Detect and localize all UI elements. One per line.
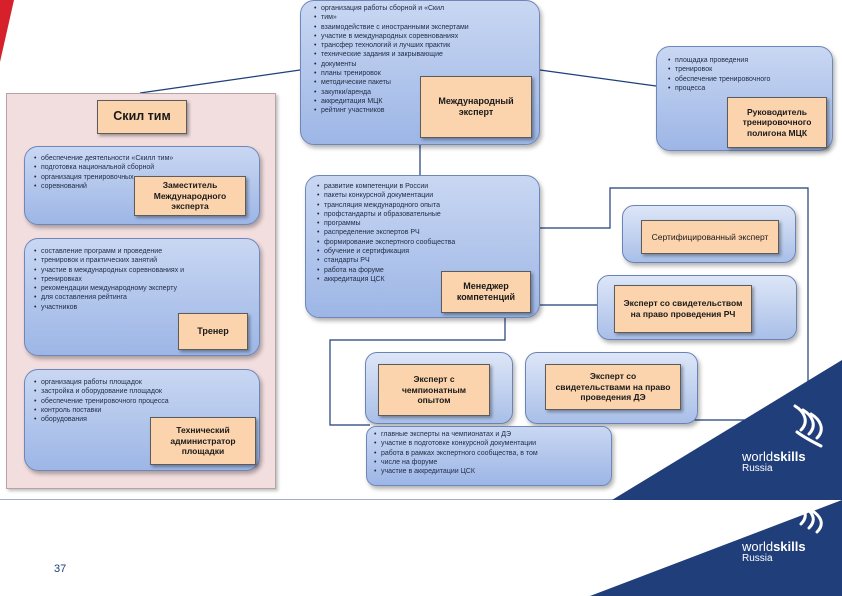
international-expert-duties: организация работы сборной и «Скил тим» …: [313, 4, 531, 116]
worldskills-emblem-icon-lower: [793, 500, 823, 534]
list-item: составление программ и проведение: [33, 247, 251, 256]
list-item: трансляция международного опыта: [316, 201, 531, 210]
expert-duties-list: главные эксперты на чемпионатах и ДЭ уча…: [373, 430, 605, 476]
list-item: аккредитация ЦСК: [316, 275, 531, 284]
logo-word-world: world: [742, 449, 774, 464]
list-item: площадка проведения: [667, 56, 824, 65]
list-item: главные эксперты на чемпионатах и ДЭ: [373, 430, 605, 439]
list-item: технические задания и закрывающие: [313, 50, 531, 59]
expert-rch-label: Эксперт со свидетельством на право прове…: [614, 285, 752, 333]
list-item: организация работы сборной и «Скил: [313, 4, 531, 13]
list-item: участие в международных соревнованиях: [313, 32, 531, 41]
list-item: развитие компетенции в России: [316, 182, 531, 191]
list-item: стандарты РЧ: [316, 256, 531, 265]
mck-head-label: Руководитель тренировочного полигона МЦК: [727, 97, 827, 148]
list-item: профстандарты и образовательные: [316, 210, 531, 219]
list-item: программы: [316, 219, 531, 228]
tech-admin-label: Технический администратор площадки: [150, 417, 256, 465]
page-number: 37: [54, 563, 67, 575]
list-item: соревнований: [33, 182, 251, 191]
list-item: аккредитация МЦК: [313, 97, 531, 106]
list-item: подготовка национальной сборной: [33, 163, 251, 172]
certified-expert-label: Сертифицированный эксперт: [641, 220, 779, 254]
list-item: числе на форуме: [373, 458, 605, 467]
expert-duties-bubble: главные эксперты на чемпионатах и ДЭ уча…: [366, 426, 612, 486]
list-item: работа на форуме: [316, 266, 531, 275]
trainer-bubble: составление программ и проведение тренир…: [24, 238, 260, 356]
international-expert-label: Международный эксперт: [420, 76, 532, 138]
list-item: организация работы площадок: [33, 378, 251, 387]
deputy-expert-duties: обеспечение деятельности «Скилл тим» под…: [33, 154, 251, 191]
list-item: трансфер технологий и лучших практик: [313, 41, 531, 50]
list-item: тренировок и практических занятий: [33, 256, 251, 265]
list-item: процесса: [667, 84, 824, 93]
competence-manager-label: Менеджер компетенций: [441, 271, 531, 313]
list-item: документы: [313, 60, 531, 69]
deputy-expert-label: Заместитель Международного эксперта: [134, 176, 246, 216]
list-item: обеспечение тренировочного: [667, 75, 824, 84]
competence-manager-duties: развитие компетенции в России пакеты кон…: [316, 182, 531, 284]
list-item: работа в рамках экспертного сообщества, …: [373, 449, 605, 458]
logo-word-russia: Russia: [742, 553, 773, 564]
skill-team-title: Скил тим: [97, 100, 187, 134]
list-item: рейтинг участников: [313, 106, 531, 115]
list-item: обеспечение деятельности «Скилл тим»: [33, 154, 251, 163]
worldskills-logo-upper: worldskills Russia: [742, 450, 806, 475]
list-item: оборудования: [33, 415, 251, 424]
list-item: методические пакеты: [313, 78, 531, 87]
de-expert-label: Эксперт со свидетельствами на право пров…: [545, 364, 681, 410]
list-item: тренировках: [33, 275, 251, 284]
list-item: участие в аккредитации ЦСК: [373, 467, 605, 476]
list-item: контроль поставки: [33, 406, 251, 415]
list-item: тренировок: [667, 65, 824, 74]
worldskills-logo-lower: worldskills Russia: [742, 540, 806, 565]
slide-content-area: [0, 499, 842, 500]
worldskills-emblem-icon: [793, 404, 823, 448]
blue-wedge-upper: [612, 360, 842, 500]
logo-word-skills: skills: [773, 539, 806, 554]
list-item: планы тренировок: [313, 69, 531, 78]
red-corner-decoration: [0, 0, 14, 62]
trainer-duties: составление программ и проведение тренир…: [33, 247, 251, 312]
list-item: формирование экспертного сообщества: [316, 238, 531, 247]
list-item: обучение и сертификация: [316, 247, 531, 256]
blue-wedge-lower: [590, 500, 842, 596]
list-item: пакеты конкурсной документации: [316, 191, 531, 200]
list-item: организация тренировочных: [33, 173, 251, 182]
championship-expert-label: Эксперт с чемпионатным опытом: [378, 364, 490, 416]
logo-word-russia: Russia: [742, 463, 773, 474]
list-item: участие в подготовке конкурсной документ…: [373, 439, 605, 448]
trainer-label: Тренер: [178, 313, 248, 350]
list-item: участников: [33, 303, 251, 312]
logo-word-world: world: [742, 539, 774, 554]
tech-admin-duties: организация работы площадок застройка и …: [33, 378, 251, 424]
list-item: участие в международных соревнованиях и: [33, 266, 251, 275]
list-item: распределение экспертов РЧ: [316, 228, 531, 237]
list-item: для составления рейтинга: [33, 293, 251, 302]
list-item: обеспечение тренировочного процесса: [33, 397, 251, 406]
logo-word-skills: skills: [773, 449, 806, 464]
list-item: закупки/аренда: [313, 88, 531, 97]
list-item: тим»: [313, 13, 531, 22]
list-item: взаимодействие с иностранными экспертами: [313, 23, 531, 32]
mck-head-duties: площадка проведения тренировок обеспечен…: [667, 56, 824, 93]
list-item: рекомендации международному эксперту: [33, 284, 251, 293]
list-item: застройка и оборудование площадок: [33, 387, 251, 396]
